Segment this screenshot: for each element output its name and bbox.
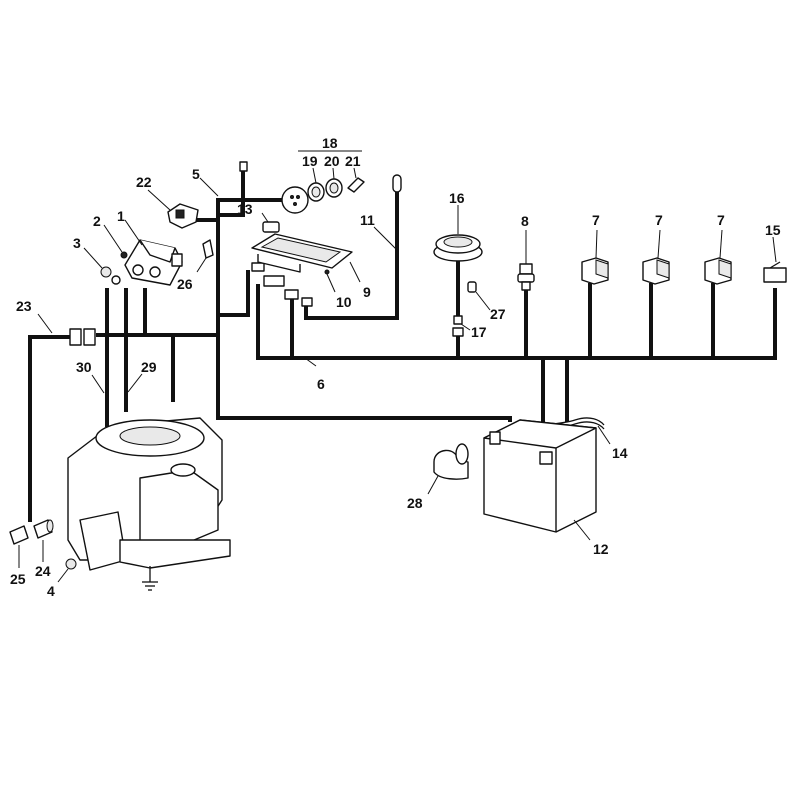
label-7a: 7 — [592, 212, 600, 228]
label-15: 15 — [765, 222, 781, 238]
sensor-8 — [517, 230, 535, 291]
label-7c: 7 — [717, 212, 725, 228]
solenoid-1 — [124, 239, 183, 286]
cable-14 — [597, 425, 611, 445]
label-21: 21 — [345, 153, 361, 169]
label-23: 23 — [16, 298, 32, 314]
label-27: 27 — [490, 306, 506, 322]
ignition-switch-group — [281, 150, 365, 214]
label-10: 10 — [336, 294, 352, 310]
horn-16 — [433, 205, 483, 262]
nut-4 — [57, 558, 77, 583]
label-22: 22 — [136, 174, 152, 190]
leader-lines — [37, 177, 471, 394]
connector-24 — [33, 519, 54, 562]
wire-11 — [304, 188, 399, 320]
label-2: 2 — [93, 213, 101, 229]
label-5: 5 — [192, 166, 200, 182]
plug-27 — [467, 281, 491, 311]
label-25: 25 — [10, 571, 26, 587]
clip-26 — [196, 239, 214, 273]
switch-7a — [581, 229, 609, 285]
terminal-cap-28 — [427, 443, 469, 495]
wire-harness-5 — [96, 168, 512, 422]
label-12: 12 — [593, 541, 609, 557]
label-14: 14 — [612, 445, 628, 461]
battery-12 — [483, 419, 597, 541]
label-26: 26 — [177, 276, 193, 292]
label-17: 17 — [471, 324, 487, 340]
label-11: 11 — [360, 212, 375, 228]
wire-harness-6 — [256, 283, 777, 422]
label-7b: 7 — [655, 212, 663, 228]
label-13: 13 — [237, 201, 253, 217]
probe-11 — [392, 174, 402, 193]
switch-7c — [704, 229, 732, 285]
label-19: 19 — [302, 153, 318, 169]
switch-22 — [167, 203, 199, 229]
screw-10 — [324, 269, 336, 293]
label-28: 28 — [407, 495, 423, 511]
nut-3 — [100, 266, 121, 285]
wire-harness-23 — [28, 335, 72, 522]
label-16: 16 — [449, 190, 465, 206]
label-29: 29 — [141, 359, 157, 375]
label-20: 20 — [324, 153, 340, 169]
label-1: 1 — [117, 208, 125, 224]
label-8: 8 — [521, 213, 529, 229]
label-4: 4 — [47, 583, 55, 599]
connector-25 — [9, 525, 29, 568]
label-6: 6 — [317, 376, 325, 392]
label-9: 9 — [363, 284, 371, 300]
engine — [67, 417, 231, 591]
label-3: 3 — [73, 235, 81, 251]
panel-9 — [251, 233, 361, 283]
screw-2 — [103, 224, 128, 259]
microswitch-15 — [763, 236, 787, 283]
switch-7b — [642, 229, 670, 285]
harness-connectors — [69, 161, 464, 346]
label-24: 24 — [35, 563, 51, 579]
fuse-13 — [261, 212, 280, 233]
part-labels: 1 2 3 4 5 6 7 7 7 8 9 10 11 12 13 14 15 … — [10, 135, 781, 599]
label-18: 18 — [322, 135, 338, 151]
label-30: 30 — [76, 359, 92, 375]
